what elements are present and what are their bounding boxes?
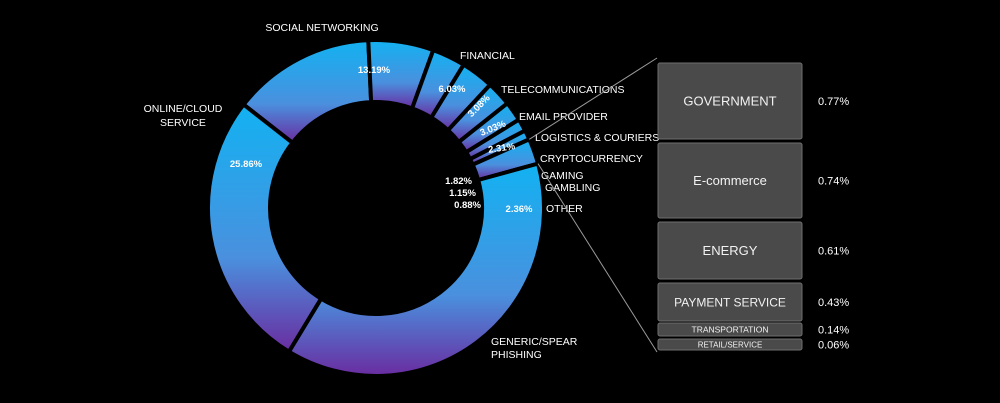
- breakdown-box-government: GOVERNMENT 0.77%: [657, 62, 849, 140]
- slice-value-other: 2.36%: [506, 204, 533, 215]
- slice-label-gambling: GAMBLING: [545, 182, 600, 194]
- slice-value-gaming: 1.15%: [449, 188, 476, 199]
- slice-label-gaming: GAMING: [541, 170, 584, 182]
- breakdown-label-transportation: TRANSPORTATION: [692, 325, 769, 335]
- breakdown-value-transportation: 0.14%: [818, 325, 849, 337]
- connector-line-top: [529, 57, 658, 140]
- slice-label-telecommunications: TELECOMMUNICATIONS: [501, 84, 624, 96]
- slice-label-financial: FINANCIAL: [460, 50, 515, 62]
- slice-value-gambling: 0.88%: [454, 200, 481, 211]
- breakdown-box-e-commerce: E-commerce 0.74%: [657, 142, 849, 219]
- slice-label-other: OTHER: [546, 203, 583, 215]
- breakdown-value-payment-service: 0.43%: [818, 297, 849, 309]
- slice-label-cryptocurrency: CRYPTOCURRENCY: [540, 153, 643, 165]
- breakdown-value-government: 0.77%: [818, 96, 849, 108]
- donut-chart: SOCIAL NETWORKING FINANCIAL TELECOMMUNICAT…: [144, 22, 659, 378]
- slice-value-online-cloud-service: 25.86%: [230, 159, 263, 170]
- breakdown-value-retail-service: 0.06%: [818, 340, 849, 352]
- slice-value-financial: 6.03%: [439, 84, 466, 95]
- slice-label-social-networking: SOCIAL NETWORKING: [265, 22, 378, 34]
- donut-slice-generic-spear-phishing: [286, 161, 546, 378]
- breakdown-label-retail-service: RETAIL/SERVICE: [698, 340, 763, 349]
- breakdown-box-retail-service: RETAIL/SERVICE 0.06%: [657, 338, 849, 352]
- connector-line-bottom: [537, 163, 658, 353]
- breakdown-label-payment-service: PAYMENT SERVICE: [674, 295, 786, 309]
- slice-value-cryptocurrency: 1.82%: [445, 176, 472, 187]
- breakdown-value-energy: 0.61%: [818, 246, 849, 258]
- donut-slice-online-cloud-service: [206, 101, 324, 355]
- breakout-connector-lines: [529, 57, 658, 353]
- breakdown-box-payment-service: PAYMENT SERVICE 0.43%: [657, 282, 849, 322]
- breakdown-box-transportation: TRANSPORTATION 0.14%: [657, 322, 849, 337]
- breakdown-box-energy: ENERGY 0.61%: [657, 221, 849, 280]
- slice-label-logistics-couriers: LOGISTICS & COURIERS: [535, 132, 659, 144]
- slice-value-logistics-couriers: 2.31%: [488, 141, 517, 156]
- breakdown-label-e-commerce: E-commerce: [693, 173, 767, 188]
- slice-value-social-networking: 13.19%: [358, 65, 391, 76]
- breakdown-value-e-commerce: 0.74%: [818, 176, 849, 188]
- breakdown-label-energy: ENERGY: [703, 243, 758, 258]
- other-breakdown-panel: GOVERNMENT 0.77% E-commerce 0.74% ENERGY 0.61…: [657, 62, 849, 352]
- breakdown-label-government: GOVERNMENT: [683, 94, 776, 109]
